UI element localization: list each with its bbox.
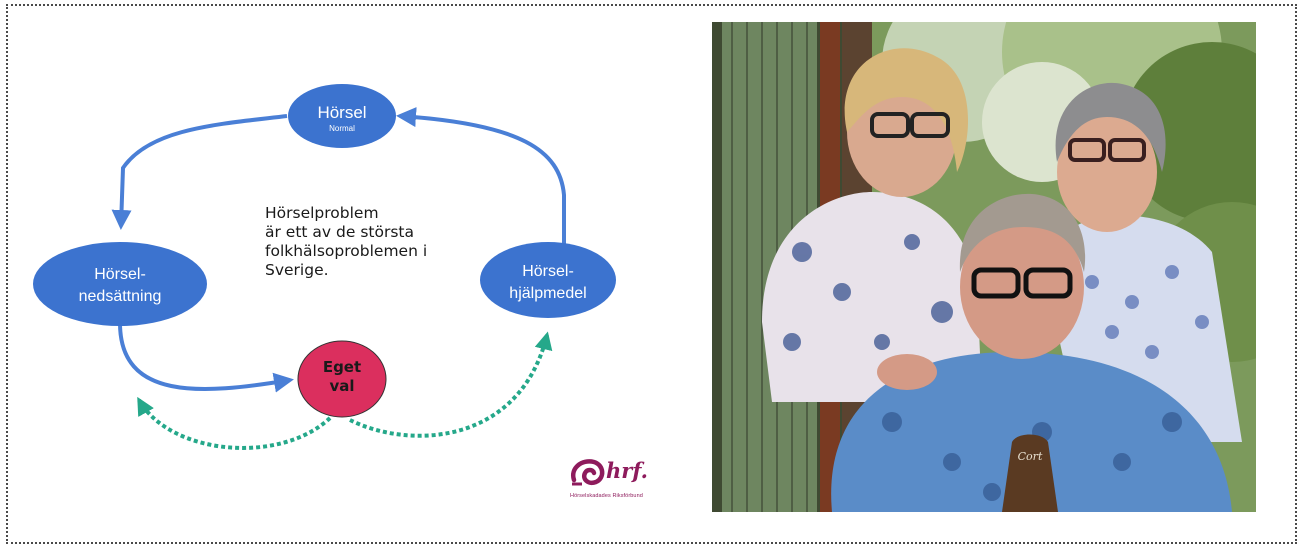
dashed-arrow-choice-to-left: [137, 396, 332, 450]
hearing-cycle-diagram: Hörsel Normal Hörsel- nedsättning Hörsel…: [33, 84, 616, 450]
node-own-choice-line2: val: [329, 377, 354, 395]
node-hearing-normal: Hörsel Normal: [288, 84, 396, 148]
node-hearing-loss-line1: Hörsel-: [94, 266, 146, 283]
arrow-top-to-left: [111, 114, 288, 230]
node-hearing-sublabel: Normal: [329, 124, 355, 133]
guitar-brand-text: Cort: [1018, 450, 1043, 463]
node-hearing-loss: Hörsel- nedsättning: [33, 242, 207, 326]
node-hearing-aids-line1: Hörsel-: [522, 263, 574, 280]
logo-subtitle: Hörselskadades Riksförbund: [570, 493, 643, 499]
center-statement: Hörselproblem är ett av de största folkh…: [265, 204, 495, 280]
node-hearing-aids-line2: hjälpmedel: [509, 285, 586, 302]
hrf-logo: hrf. Hörselskadades Riksförbund: [568, 456, 658, 506]
node-hearing-loss-line2: nedsättning: [79, 288, 162, 305]
node-own-choice-line1: Eget: [323, 358, 361, 376]
node-own-choice: Eget val: [297, 340, 387, 418]
page-border: [6, 4, 1297, 544]
center-statement-line: folkhälsoproblemen i: [265, 242, 428, 260]
node-hearing-label: Hörsel: [317, 103, 366, 122]
arrow-left-to-choice: [118, 322, 294, 393]
center-statement-line: Sverige.: [265, 261, 329, 279]
photo-illustration: Cort: [712, 22, 1256, 512]
node-hearing-aids: Hörsel- hjälpmedel: [480, 242, 616, 318]
dashed-arrow-choice-to-right: [349, 331, 553, 438]
center-statement-line: Hörselproblem: [265, 204, 379, 222]
ear-spiral-icon: [570, 459, 605, 486]
center-statement-line: är ett av de största: [265, 223, 414, 241]
logo-wordmark: hrf.: [606, 458, 648, 483]
arrow-right-to-top: [396, 107, 566, 251]
group-photo: Cort: [712, 22, 1256, 512]
